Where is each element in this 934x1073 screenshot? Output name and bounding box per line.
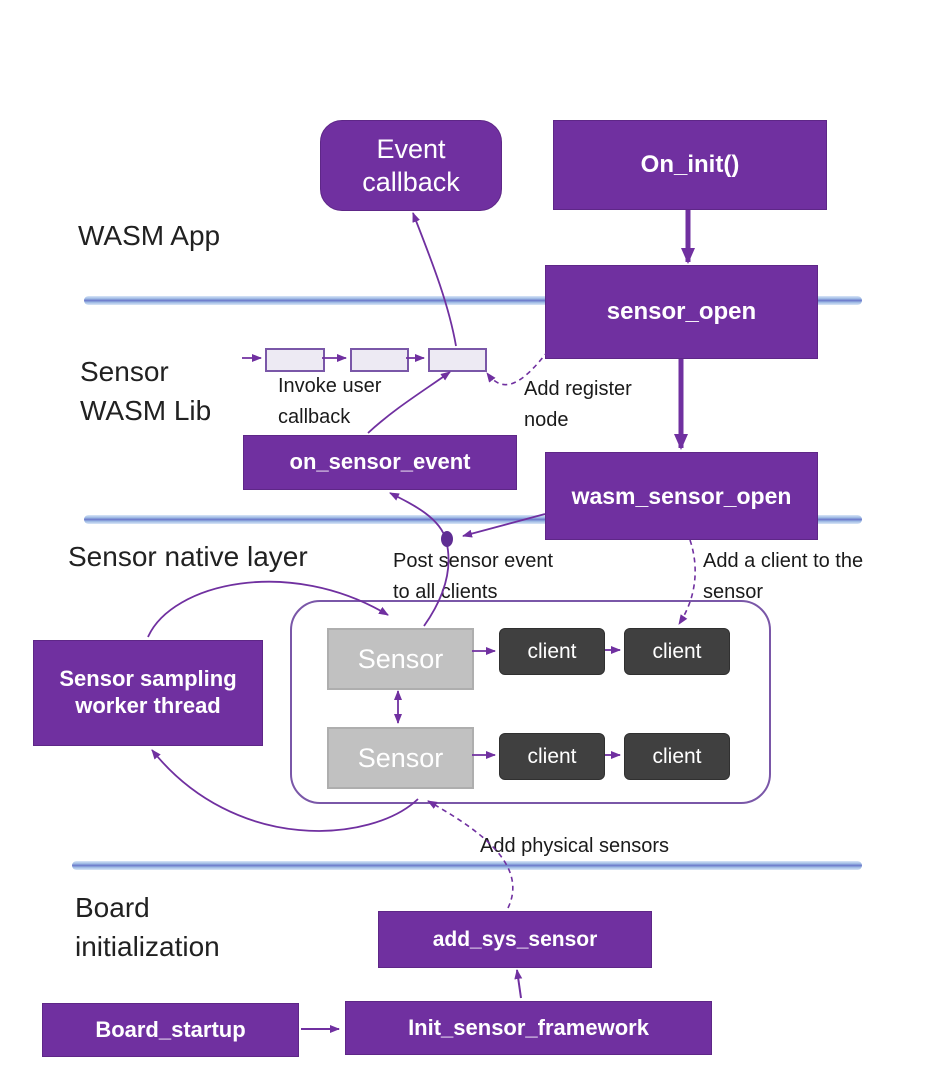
annotation-invoke-user-callback: Invoke user callback bbox=[278, 375, 382, 428]
node-sensor-sampling-worker: Sensor sampling worker thread bbox=[33, 640, 263, 746]
sensor-client-container bbox=[290, 600, 771, 804]
node-on-init: On_init() bbox=[553, 120, 827, 210]
node-client-1b: client bbox=[624, 628, 730, 675]
node-add-sys-sensor: add_sys_sensor bbox=[378, 911, 652, 968]
annotation-add-physical-sensors: Add physical sensors bbox=[480, 835, 669, 857]
event-junction-dot bbox=[441, 531, 453, 547]
label-sensor-native-layer: Sensor native layer bbox=[68, 541, 308, 572]
arrow-list-to-event-callback bbox=[412, 212, 457, 347]
callback-list-cell-1 bbox=[265, 348, 325, 372]
callback-list-cell-2 bbox=[350, 348, 409, 372]
divider-native-layer bbox=[72, 861, 862, 870]
node-board-startup: Board_startup bbox=[42, 1003, 299, 1057]
label-board-initialization: Board initialization bbox=[75, 892, 220, 963]
node-event-callback: Event callback bbox=[320, 120, 502, 211]
node-init-sensor-framework: Init_sensor_framework bbox=[345, 1001, 712, 1055]
divider-wasm-app bbox=[84, 296, 862, 305]
node-sensor-2: Sensor bbox=[327, 727, 474, 789]
node-sensor-open: sensor_open bbox=[545, 265, 818, 359]
node-wasm-sensor-open: wasm_sensor_open bbox=[545, 452, 818, 540]
node-sensor-1: Sensor bbox=[327, 628, 474, 690]
annotation-add-register-node: Add register node bbox=[524, 378, 632, 431]
arrow-init-framework-to-add-sys-sensor bbox=[514, 969, 523, 999]
node-client-2a: client bbox=[499, 733, 605, 780]
node-on-sensor-event: on_sensor_event bbox=[243, 435, 517, 490]
callback-list-cell-3 bbox=[428, 348, 487, 372]
annotation-post-sensor-event: Post sensor event to all clients bbox=[393, 550, 554, 603]
annotation-add-client-to-sensor: Add a client to the sensor bbox=[703, 550, 864, 603]
node-client-1a: client bbox=[499, 628, 605, 675]
label-sensor-wasm-lib: Sensor WASM Lib bbox=[80, 356, 212, 427]
node-client-2b: client bbox=[624, 733, 730, 780]
label-wasm-app: WASM App bbox=[78, 220, 221, 251]
